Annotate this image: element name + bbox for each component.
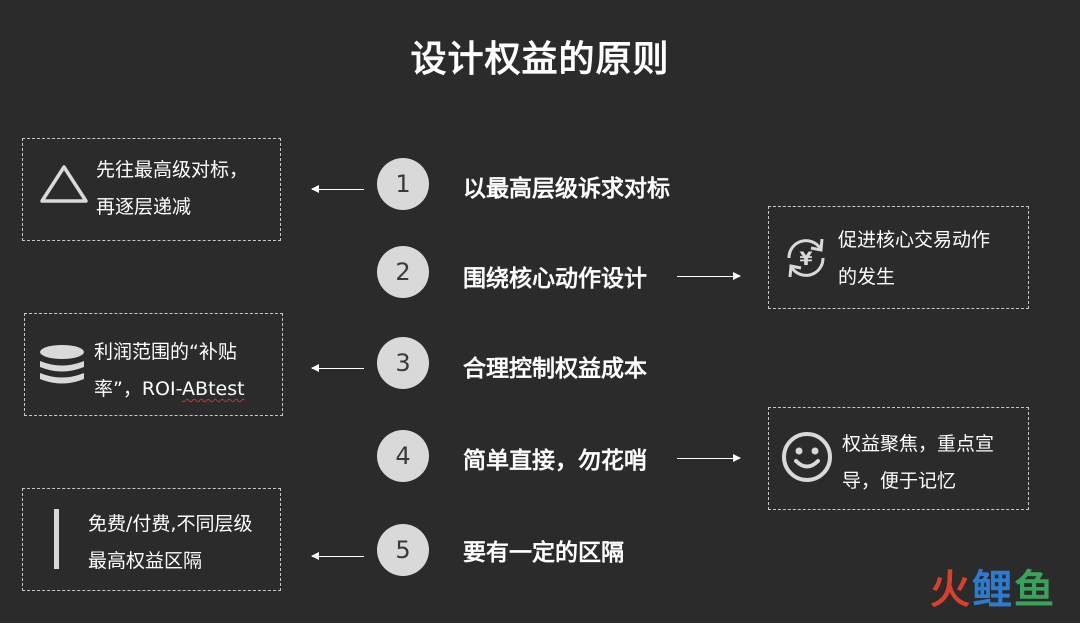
note-2-line-1: 促进核心交易动作	[838, 229, 991, 251]
note-3-abtest: ABtest	[182, 378, 245, 400]
note-4-line-1: 权益聚焦，重点宣	[842, 433, 995, 455]
step-4-arrow	[677, 454, 741, 462]
yuan-glyph: ¥	[799, 248, 812, 270]
coin-stack-icon	[40, 345, 84, 384]
step-5-arrow	[311, 552, 364, 560]
watermark-char-2: 鲤	[972, 567, 1014, 613]
note-box-3	[24, 313, 283, 416]
step-1-arrow	[311, 185, 364, 193]
note-5-text: 免费/付费,不同层级 最高权益区隔	[88, 506, 252, 580]
step-3-label: 合理控制权益成本	[463, 356, 647, 382]
note-box-4	[768, 407, 1029, 510]
note-3-line-2: 率”，ROI-ABtest	[94, 371, 245, 408]
note-4-line-2: 导，便于记忆	[842, 470, 957, 492]
step-5-label: 要有一定的区隔	[463, 540, 624, 566]
note-box-1	[22, 138, 281, 241]
yuan-exchange-icon: ¥	[787, 238, 825, 278]
note-3-line-2-start: 率”，ROI-	[94, 378, 183, 400]
note-1-line-1: 先往最高级对标，	[96, 159, 249, 181]
note-2-text: 促进核心交易动作 的发生	[838, 222, 990, 296]
step-3-number: 3	[377, 337, 429, 389]
watermark-char-1: 火	[930, 567, 972, 613]
step-4-number: 4	[377, 430, 429, 482]
note-5-line-1: 免费/付费,不同层级	[88, 513, 253, 535]
smiley-icon	[782, 432, 832, 482]
step-3-arrow	[311, 364, 364, 372]
vertical-bar-icon	[54, 509, 59, 569]
step-1-number: 1	[377, 158, 429, 210]
step-5-number: 5	[377, 524, 429, 576]
note-3-line-1: 利润范围的“补贴	[94, 341, 237, 363]
watermark-char-3: 鱼	[1014, 567, 1056, 613]
step-2-number: 2	[377, 246, 429, 298]
note-1-text: 先往最高级对标， 再逐层递减	[96, 152, 248, 226]
step-2-arrow	[677, 272, 741, 280]
note-box-5	[22, 488, 281, 591]
step-1-label: 以最高层级诉求对标	[463, 176, 670, 202]
note-3-text: 利润范围的“补贴 率”，ROI-ABtest	[94, 334, 245, 408]
note-5-line-2: 最高权益区隔	[88, 550, 203, 572]
note-box-2	[768, 206, 1029, 309]
step-2-label: 围绕核心动作设计	[463, 266, 647, 292]
watermark-logo: 火鲤鱼	[930, 557, 1056, 615]
page-title: 设计权益的原则	[410, 39, 670, 80]
note-4-text: 权益聚焦，重点宣 导，便于记忆	[842, 426, 994, 500]
step-4-label: 简单直接，勿花哨	[463, 448, 647, 474]
triangle-icon	[40, 165, 88, 203]
note-1-line-2: 再逐层递减	[96, 196, 192, 218]
note-2-line-2: 的发生	[838, 266, 896, 288]
